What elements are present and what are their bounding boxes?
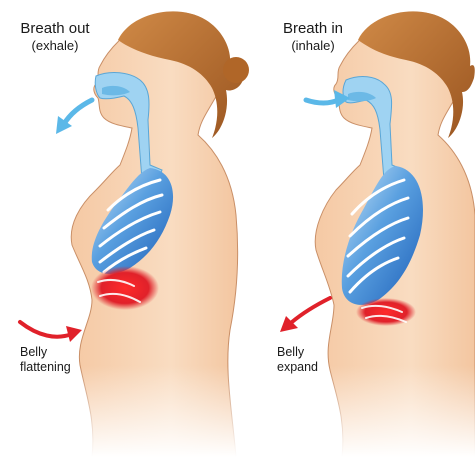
inhale-subtitle: (inhale) bbox=[268, 39, 358, 54]
inhale-caption-line1: Belly bbox=[277, 345, 304, 359]
exhale-caption-line2: flattening bbox=[20, 360, 71, 374]
exhale-caption-line1: Belly bbox=[20, 345, 47, 359]
exhale-subtitle: (exhale) bbox=[10, 39, 100, 54]
exhale-title: Breath out bbox=[10, 20, 100, 37]
inhale-title: Breath in bbox=[268, 20, 358, 37]
inhale-caption-line2: expand bbox=[277, 360, 318, 374]
